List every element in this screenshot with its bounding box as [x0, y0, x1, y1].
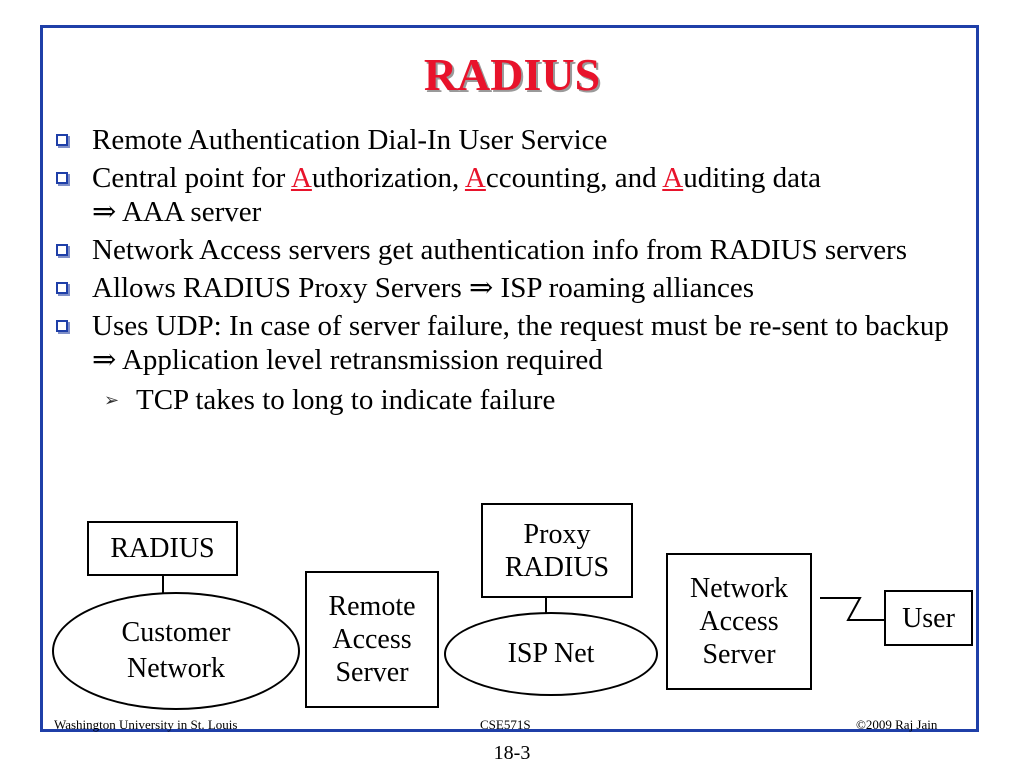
bullet-list: Remote Authentication Dial-In User Servi… — [52, 123, 972, 417]
highlight-letter-a: A — [290, 162, 312, 194]
bullet-2-text-pre: Central point for — [92, 162, 291, 194]
proxy-radius-box: Proxy RADIUS — [481, 503, 633, 598]
highlight-letter-a: A — [662, 162, 684, 194]
slide-frame — [40, 25, 979, 732]
network-access-server-box: Network Access Server — [666, 553, 812, 690]
highlight-letter-a: A — [464, 162, 486, 194]
footer-course: CSE571S — [480, 717, 531, 732]
remote-access-label-1: Remote — [328, 591, 416, 622]
bullet-3-text: Network Access servers get authenticatio… — [92, 234, 908, 266]
nas-label-3: Server — [702, 639, 776, 670]
proxy-radius-label-2: RADIUS — [504, 551, 610, 583]
proxy-radius-label-1: Proxy — [523, 518, 591, 550]
user-box: User — [884, 590, 973, 646]
radius-server-box: RADIUS — [87, 521, 238, 576]
customer-network-label-2: Network — [127, 653, 225, 684]
bullet-1: Remote Authentication Dial-In User Servi… — [52, 123, 972, 157]
square-bullet-icon — [56, 134, 68, 146]
sub-bullet-1: ➢ TCP takes to long to indicate failure — [52, 383, 972, 417]
bullet-3: Network Access servers get authenticatio… — [52, 233, 972, 267]
user-label: User — [902, 602, 955, 634]
radius-connector — [162, 576, 164, 594]
bullet-4-text: Allows RADIUS Proxy Servers ⇒ ISP roamin… — [92, 272, 754, 304]
arrow-bullet-icon: ➢ — [104, 390, 120, 410]
remote-access-label-2: Access — [332, 624, 412, 655]
isp-net-oval: ISP Net — [444, 612, 658, 696]
remote-access-label-3: Server — [335, 657, 409, 688]
square-bullet-icon — [56, 244, 68, 256]
bullet-2-text-aaa: ⇒ AAA server — [92, 196, 262, 228]
square-bullet-icon — [56, 320, 68, 332]
sub-bullet-1-text: TCP takes to long to indicate failure — [136, 384, 556, 416]
dialup-link-icon — [820, 597, 884, 621]
slide-title: RADIUS — [423, 49, 601, 100]
customer-network-label-1: Customer — [121, 617, 231, 648]
isp-net-label: ISP Net — [507, 638, 595, 669]
customer-network-oval: Customer Network — [52, 592, 300, 710]
radius-server-label: RADIUS — [110, 533, 215, 564]
square-bullet-icon — [56, 172, 68, 184]
bullet-2-text-authorization: uthorization, — [311, 162, 465, 194]
bullet-5-text: Uses UDP: In case of server failure, the… — [92, 310, 949, 376]
proxy-connector — [545, 598, 547, 613]
bullet-5: Uses UDP: In case of server failure, the… — [52, 309, 972, 377]
page-number: 18-3 — [493, 742, 531, 764]
nas-label-1: Network — [690, 573, 788, 604]
remote-access-server-box: Remote Access Server — [305, 571, 439, 708]
nas-label-2: Access — [699, 606, 779, 637]
bullet-2-text-auditing: uditing data — [683, 162, 821, 194]
bullet-2-text-accounting: ccounting, and — [485, 162, 663, 194]
bullet-4: Allows RADIUS Proxy Servers ⇒ ISP roamin… — [52, 271, 972, 305]
square-bullet-icon — [56, 282, 68, 294]
bullet-1-text: Remote Authentication Dial-In User Servi… — [92, 124, 608, 156]
bullet-2: Central point for Authorization, Account… — [52, 161, 972, 229]
footer-copyright: ©2009 Raj Jain — [856, 717, 938, 732]
footer-university: Washington University in St. Louis — [54, 717, 238, 732]
